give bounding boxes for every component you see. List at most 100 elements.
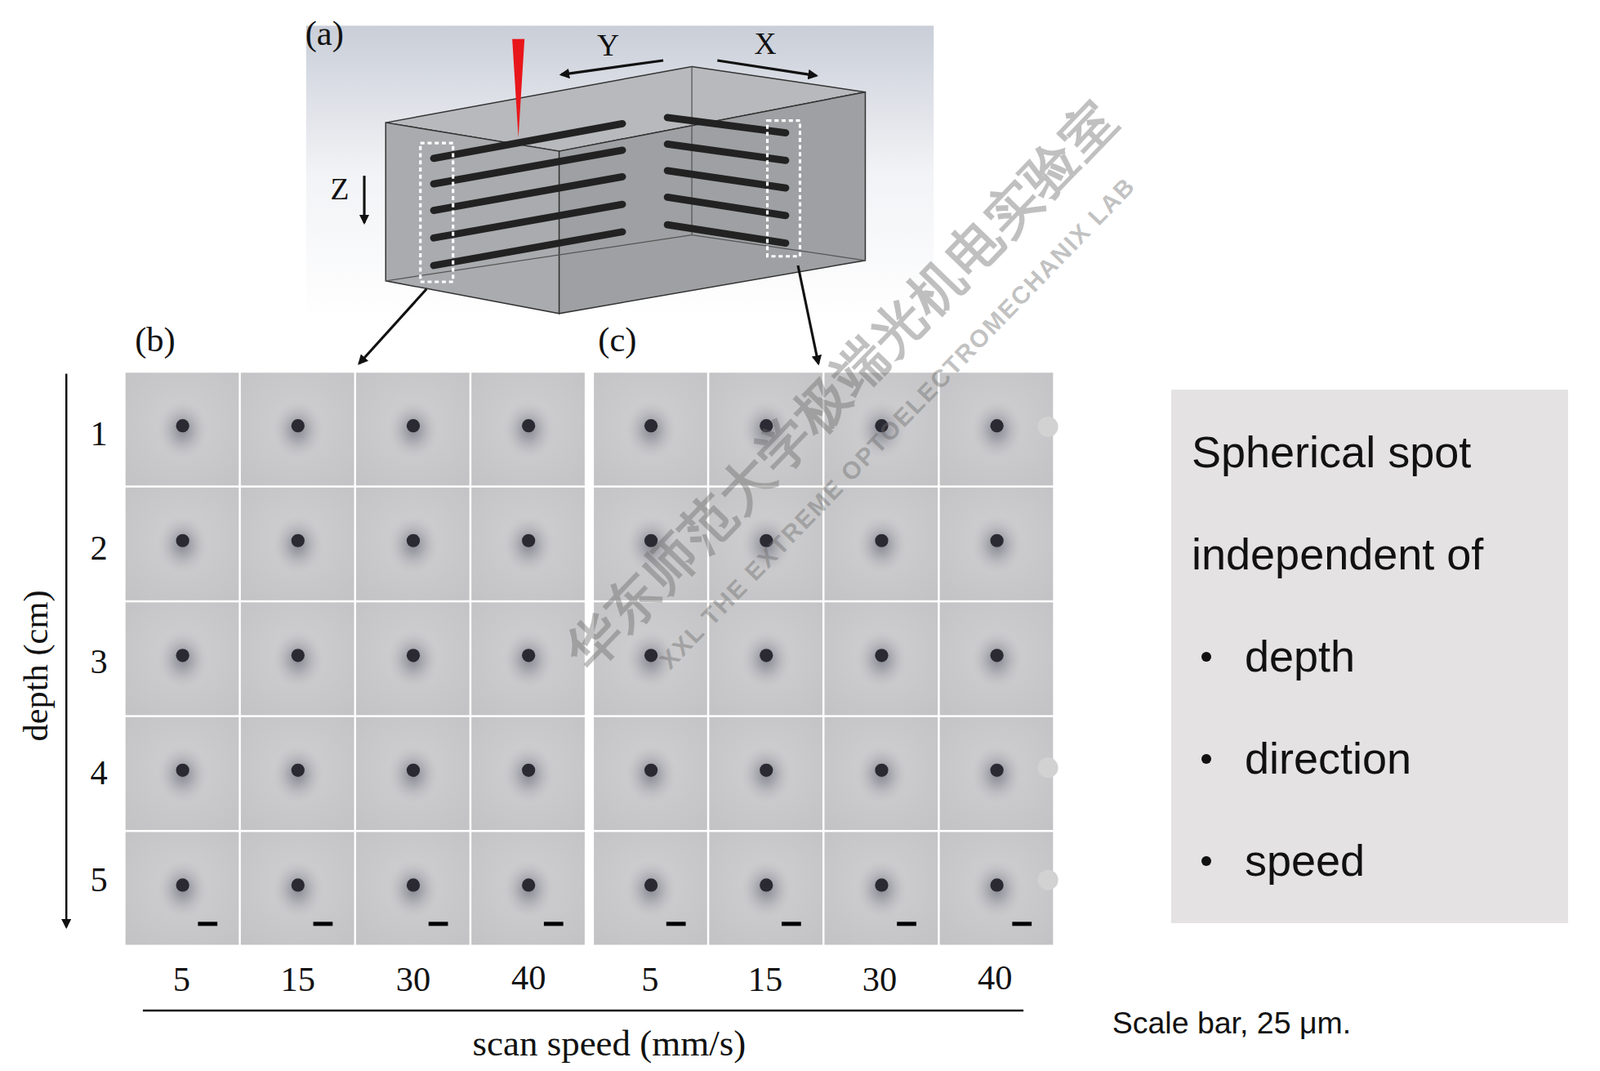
laser-spot (406, 534, 420, 548)
depth-value: 1 (90, 416, 108, 451)
scale-bar (896, 921, 917, 926)
spot-tile (356, 717, 470, 830)
spot-tile (940, 372, 1054, 486)
laser-spot (291, 877, 305, 892)
bullet-text: direction (1244, 707, 1412, 810)
laser-spot (176, 534, 190, 548)
laser-spot (521, 534, 535, 548)
spot-halo (271, 743, 325, 805)
bullet-text: speed (1244, 809, 1365, 912)
spot-tile (356, 372, 470, 486)
speed-value: 15 (748, 962, 783, 997)
spot-halo (739, 858, 794, 920)
laser-spot (176, 763, 190, 777)
spot-tile (240, 372, 355, 486)
scale-bar (197, 921, 218, 926)
edge-dots (1038, 416, 1059, 891)
sample-illustration (306, 25, 934, 321)
spot-halo (624, 858, 678, 920)
spot-halo (271, 399, 325, 461)
spot-tile (240, 487, 355, 601)
spot-tile (824, 831, 938, 945)
scale-bar (428, 921, 449, 926)
laser-spot (990, 648, 1004, 662)
laser-spot (644, 763, 658, 777)
spot-tile (471, 372, 585, 486)
laser-spot (521, 877, 535, 892)
scale-bar (313, 921, 334, 926)
laser-spot (176, 648, 190, 662)
spot-halo (970, 858, 1024, 920)
depth-value: 5 (90, 862, 108, 897)
laser-spot (521, 418, 535, 433)
laser-spot (759, 763, 773, 777)
laser-spot (644, 877, 658, 892)
bullet-item: depth (1191, 605, 1552, 708)
laser-spot (990, 877, 1004, 892)
laser-spot (406, 418, 420, 433)
spot-halo (502, 743, 556, 805)
leader-arrows (359, 265, 819, 364)
laser-spot (406, 877, 420, 892)
spot-tile (125, 717, 240, 830)
spot-halo (155, 743, 210, 805)
scale-bar (543, 921, 564, 926)
spot-tile (471, 601, 585, 715)
spot-halo (970, 513, 1024, 575)
spot-halo (624, 399, 678, 461)
laser-spot (990, 763, 1004, 777)
spot-halo (271, 858, 325, 920)
axis-label: X (753, 28, 776, 59)
spot-halo (502, 513, 556, 575)
panel-letter: (c) (597, 322, 637, 357)
spot-tile (940, 831, 1054, 945)
axis-label: Y (597, 30, 620, 61)
spot-halo (155, 858, 210, 920)
laser-spot (291, 418, 305, 433)
bullet-text: depth (1244, 605, 1355, 708)
panel-letter: (b) (134, 322, 176, 357)
laser-spot (990, 418, 1004, 433)
depth-value: 3 (90, 643, 108, 678)
spot-halo (970, 628, 1024, 691)
summary-box: Spherical spot independent ofdepthdirect… (1171, 389, 1569, 923)
spot-tile (471, 717, 585, 830)
spot-halo (855, 628, 909, 691)
bullet-dot (1201, 855, 1212, 866)
spot-halo (271, 513, 325, 575)
spot-halo (387, 513, 441, 575)
watermark: 华东师范大学极端光机电实验室 (557, 91, 1128, 680)
spot-tile (593, 372, 708, 486)
laser-spot (406, 648, 420, 662)
scale-note: Scale bar, 25 μm. (1112, 1007, 1351, 1039)
laser-spot (874, 877, 888, 892)
spot-tile (471, 831, 585, 945)
spot-halo (970, 399, 1024, 461)
spot-halo (387, 399, 441, 461)
spot-tile (125, 372, 240, 486)
speed-value: 40 (511, 960, 546, 995)
laser-spot (644, 418, 658, 433)
spot-tile (356, 831, 470, 945)
spot-halo (739, 743, 794, 805)
bullet-dot (1201, 651, 1212, 662)
laser-spot (521, 763, 535, 777)
laser-spot (291, 534, 305, 548)
spot-halo (855, 513, 909, 575)
bullet-item: speed (1191, 809, 1552, 912)
spot-halo (155, 513, 210, 575)
spot-tile (824, 717, 938, 830)
laser-spot (521, 648, 535, 662)
spot-halo (155, 628, 210, 691)
laser-spot (291, 763, 305, 777)
laser-spot (874, 763, 888, 777)
spot-halo (271, 628, 325, 691)
spot-halo (387, 628, 441, 691)
laser-spot (291, 648, 305, 662)
spot-tile (125, 601, 240, 715)
speed-value: 15 (280, 962, 316, 997)
spot-halo (855, 858, 909, 920)
depth-value: 4 (90, 755, 108, 790)
speed-value: 30 (862, 962, 897, 997)
